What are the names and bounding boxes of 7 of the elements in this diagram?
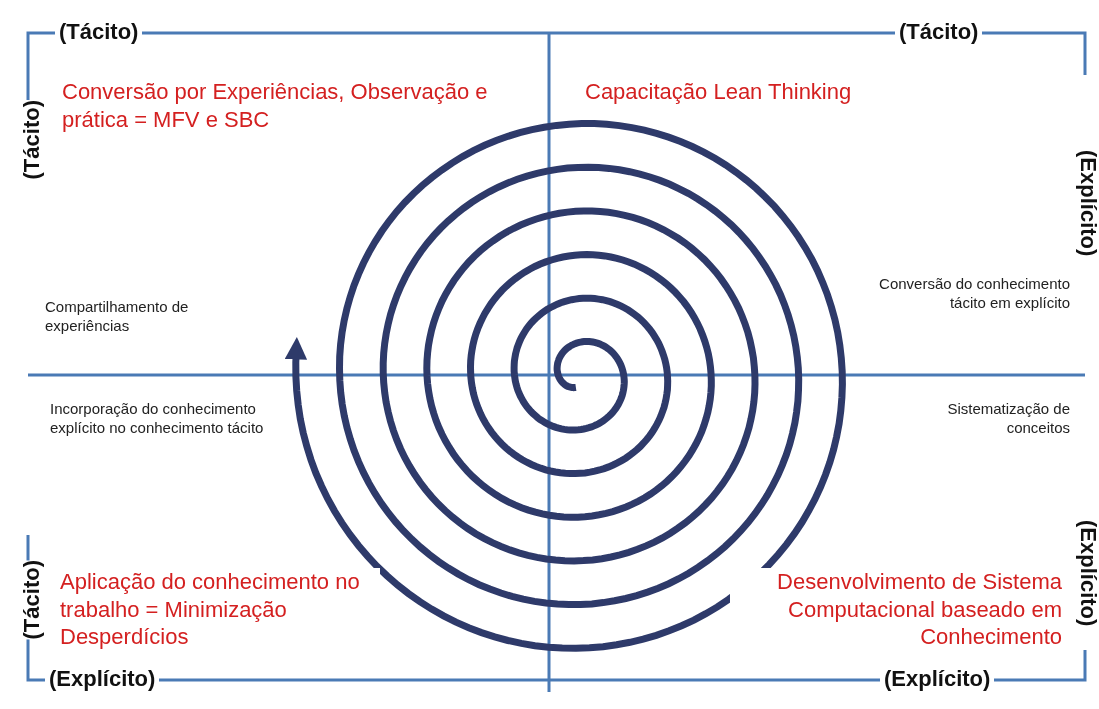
quadrant-note: Sistematização de conceitos bbox=[946, 400, 1070, 438]
quadrant-note: Compartilhamento de experiências bbox=[45, 298, 190, 336]
quadrant-title: Capacitação Lean Thinking bbox=[585, 78, 853, 106]
quadrant-note: Conversão do conhecimento tácito em explícito bbox=[878, 275, 1070, 313]
quadrant-note: Incorporação do conhecimento explícito no conhecimento tácito bbox=[50, 400, 265, 438]
quadrant-title: Aplicação do conhecimento no trabalho = Minimização Desperdícios bbox=[60, 568, 380, 651]
quadrant-title: Conversão por Experiências, Observação e prática = MFV e SBC bbox=[62, 78, 489, 133]
